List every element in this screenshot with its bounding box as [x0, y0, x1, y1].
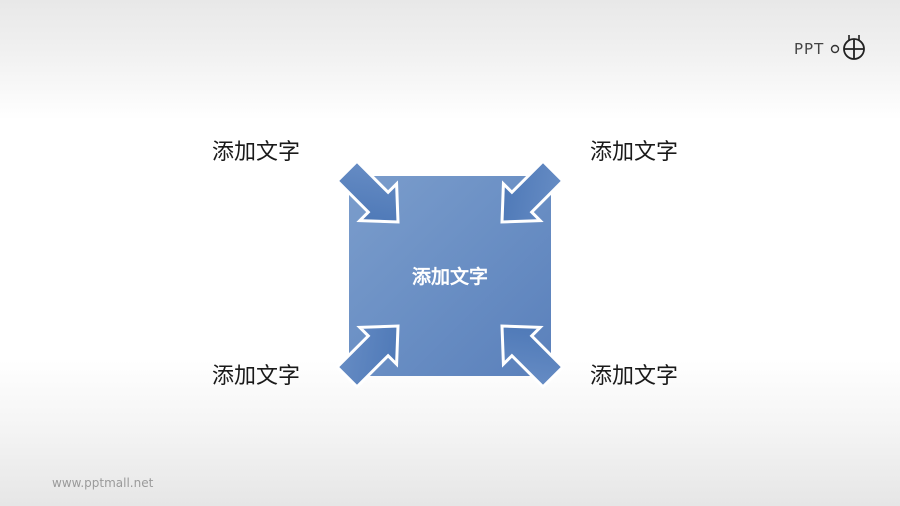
logo-mark-icon	[843, 35, 865, 60]
logo-graphic: PPT	[794, 35, 865, 60]
arrow-bottom-right-icon	[500, 324, 565, 389]
arrow-bottom-left-icon	[335, 324, 400, 389]
label-bottom-left: 添加文字	[212, 364, 301, 389]
center-label: 添加文字	[411, 266, 488, 288]
label-top-left: 添加文字	[212, 140, 301, 165]
label-top-right: 添加文字	[590, 140, 679, 165]
arrow-top-right-icon	[500, 159, 565, 224]
logo-text: PPT	[794, 40, 824, 58]
logo: PPT	[792, 32, 872, 64]
logo-dot	[830, 44, 840, 54]
arrow-top-left-icon	[335, 159, 400, 224]
label-bottom-right: 添加文字	[590, 364, 679, 389]
footer-url: www.pptmall.net	[52, 476, 154, 490]
